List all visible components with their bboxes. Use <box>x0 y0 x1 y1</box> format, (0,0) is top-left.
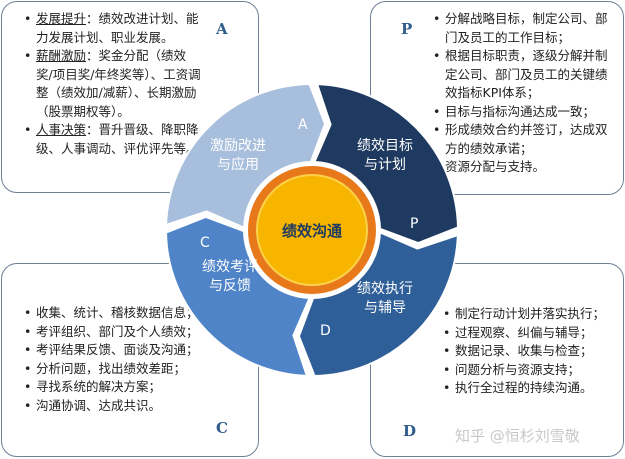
act-list: 发展提升：绩效改进计划、能力发展计划、职业发展。 薪酬激励：奖金分配（绩效奖/项… <box>24 10 202 158</box>
list-item: 人事决策：晋升晋级、降职降级、人事调动、评优评先等。 <box>24 121 202 158</box>
item-text: ：奖金分配（绩效奖/项目奖/年终奖等）、工资调整（绩效加/减薪）、长期激励（股票… <box>36 48 201 119</box>
list-item: 收集、统计、稽核数据信息； <box>24 304 234 323</box>
segment-label-P: 绩效目标与计划 <box>357 138 413 173</box>
box-letter: A <box>216 20 228 38</box>
check-list: 收集、统计、稽核数据信息；考评组织、部门及个人绩效；考评结果反馈、面谈及沟通；分… <box>24 304 234 415</box>
center-circle <box>256 174 368 286</box>
segment-letter-C: C <box>200 235 210 251</box>
item-text: ：晋升晋级、降职降级、人事调动、评优评先等。 <box>36 122 199 156</box>
list-item: 过程观察、纠偏与辅导； <box>443 324 623 343</box>
segment-D <box>297 230 459 377</box>
list-item: 发展提升：绩效改进计划、能力发展计划、职业发展。 <box>24 10 202 47</box>
item-text: ：绩效改进计划、能力发展计划、职业发展。 <box>36 11 199 45</box>
segment-letter-P: P <box>410 216 419 232</box>
list-item: 根据目标职责，逐级分解并制定公司、部门及员工的关键绩效指标KPI体系； <box>433 47 613 103</box>
segment-C <box>165 215 312 377</box>
item-key: 发展提升 <box>36 11 87 26</box>
item-key: 人事决策 <box>36 122 87 137</box>
do-list: 制定行动计划并落实执行；过程观察、纠偏与辅导；数据记录、收集与检查；问题分析与资… <box>443 305 623 398</box>
segment-label-D: 绩效执行与辅导 <box>357 281 413 316</box>
segment-label-A: 激励改进与应用 <box>210 138 266 173</box>
list-item: 形成绩效合约并签订，达成双方的绩效承诺； <box>433 121 613 158</box>
list-item: 沟通协调、达成共识。 <box>24 397 234 416</box>
list-item: 薪酬激励：奖金分配（绩效奖/项目奖/年终奖等）、工资调整（绩效加/减薪）、长期激… <box>24 47 202 121</box>
segment-letter-D: D <box>320 323 331 339</box>
list-item: 考评结果反馈、面谈及沟通； <box>24 341 234 360</box>
segment-label-C: 绩效考评与反馈 <box>202 259 258 294</box>
list-item: 制定行动计划并落实执行； <box>443 305 623 324</box>
watermark: 知乎 @恒杉刘雪敬 <box>455 427 580 445</box>
segment-A <box>165 83 327 230</box>
box-letter: P <box>401 20 413 38</box>
list-item: 考评组织、部门及个人绩效； <box>24 323 234 342</box>
center-label: 绩效沟通 <box>281 222 342 240</box>
segment-letter-A: A <box>298 117 308 133</box>
list-item: 分析问题，找出绩效差距； <box>24 360 234 379</box>
list-item: 分解战略目标，制定公司、部门及员工的工作目标； <box>433 10 613 47</box>
list-item: 寻找系统的解决方案； <box>24 378 234 397</box>
box-letter: C <box>216 419 228 437</box>
list-item: 数据记录、收集与检查； <box>443 342 623 361</box>
plan-list: 分解战略目标，制定公司、部门及员工的工作目标；根据目标职责，逐级分解并制定公司、… <box>433 10 613 177</box>
segment-P <box>312 83 459 245</box>
box-do: 制定行动计划并落实执行；过程观察、纠偏与辅导；数据记录、收集与检查；问题分析与资… <box>370 263 624 457</box>
box-act: 发展提升：绩效改进计划、能力发展计划、职业发展。 薪酬激励：奖金分配（绩效奖/项… <box>1 1 259 193</box>
box-letter: D <box>403 422 417 440</box>
list-item: 目标与指标沟通达成一致； <box>433 103 613 122</box>
list-item: 执行全过程的持续沟通。 <box>443 379 623 398</box>
item-key: 薪酬激励 <box>36 48 87 63</box>
list-item: 问题分析与资源支持； <box>443 361 623 380</box>
